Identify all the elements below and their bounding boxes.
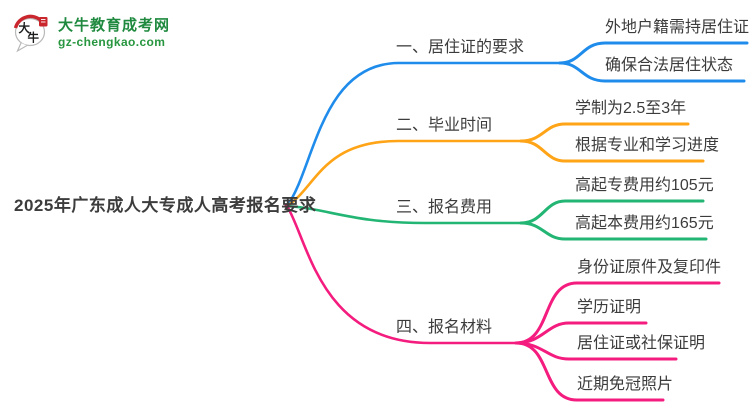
branch-3-leaf-1: 高起专费用约105元 [575, 177, 714, 194]
branch-2-leaf-2-line [519, 139, 705, 163]
branch-3-label: 三、报名费用 [396, 199, 493, 216]
branch-2-label: 二、毕业时间 [396, 117, 493, 134]
branch-1-connector [285, 61, 562, 208]
branch-3-leaf-2: 高起本费用约165元 [575, 215, 714, 232]
branch-1-leaf-2: 确保合法居住状态 [605, 57, 734, 74]
logo-title: 大牛教育成考网 [58, 17, 171, 34]
branch-4-connector [285, 204, 518, 345]
branch-4-leaf-4-line [514, 341, 665, 402]
site-logo: 大 牛 大牛教育成考网 gz-chengkao.com [12, 12, 170, 54]
branch-3-leaf-2-line [519, 221, 708, 241]
branch-4-leaf-1: 身份证原件及复印件 [577, 259, 722, 276]
branch-2-leaf-1: 学制为2.5至3年 [575, 100, 687, 117]
branch-2-connector [285, 139, 523, 208]
icon-char-bottom: 牛 [28, 31, 40, 45]
branch-1-leaf-1: 外地户籍需持居住证 [605, 19, 750, 36]
branch-3-connector [285, 204, 523, 225]
branch-4-label: 四、报名材料 [396, 319, 493, 336]
logo-domain: gz-chengkao.com [58, 35, 166, 49]
branch-2-leaf-2: 根据专业和学习进度 [575, 137, 720, 154]
daniu-bull-seal-icon: 大 牛 [13, 14, 48, 53]
logo-text: 大牛教育成考网 gz-chengkao.com [58, 17, 170, 49]
branch-4-leaf-2: 学历证明 [577, 299, 642, 316]
hub-dot [284, 203, 290, 209]
root-topic: 2025年广东成人大专成人高考报名要求 [14, 196, 317, 215]
branch-4-leaf-4: 近期免冠照片 [577, 376, 674, 393]
branch-1-leaf-2-line [558, 61, 746, 83]
icon-char-top: 大 [19, 21, 31, 35]
branch-1-label: 一、居住证的要求 [396, 39, 525, 56]
branch-4-leaf-3: 居住证或社保证明 [577, 335, 706, 352]
